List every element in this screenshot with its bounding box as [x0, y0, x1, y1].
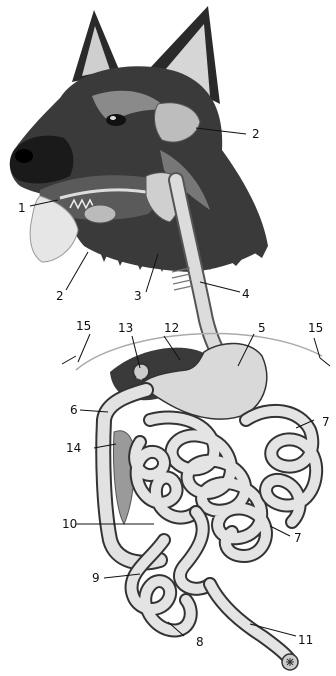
dog-head-illustration [10, 6, 268, 272]
label-15-right: 15 [308, 321, 323, 335]
label-15-left: 15 [76, 319, 91, 333]
label-5: 5 [258, 321, 266, 335]
label-13: 13 [118, 321, 133, 335]
label-1: 1 [18, 201, 26, 215]
label-10: 10 [62, 517, 77, 531]
eye [106, 114, 126, 126]
label-4: 4 [242, 287, 250, 301]
label-2-lower: 2 [56, 289, 64, 303]
label-14: 14 [66, 441, 81, 455]
gallbladder [133, 364, 149, 380]
label-6: 6 [70, 403, 78, 417]
label-9: 9 [92, 571, 100, 585]
submandibular-gland [84, 205, 116, 223]
label-2-upper: 2 [252, 127, 260, 141]
label-7-upper: 7 [322, 415, 330, 429]
label-11: 11 [298, 633, 313, 647]
label-12: 12 [164, 321, 179, 335]
label-7-lower: 7 [294, 531, 302, 545]
label-3: 3 [134, 289, 142, 303]
label-8: 8 [196, 635, 204, 649]
